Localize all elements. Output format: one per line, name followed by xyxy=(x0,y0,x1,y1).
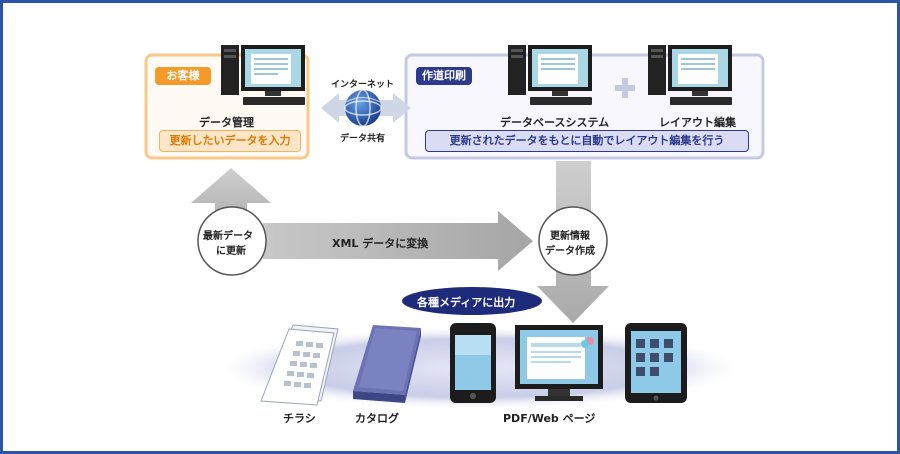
customer-action-pill: 更新したいデータを入力 xyxy=(159,130,301,152)
xml-right-arrow xyxy=(263,211,533,271)
update-circle-text-2: に更新 xyxy=(216,246,246,257)
customer-tag: お客様 xyxy=(155,67,211,85)
info-circle xyxy=(538,206,608,276)
layout-edit-label: レイアウト編集 xyxy=(659,116,736,129)
customer-pc-label: データ管理 xyxy=(199,116,254,129)
flyer-icon xyxy=(260,324,339,406)
layout-pc-icon xyxy=(648,45,732,105)
update-circle xyxy=(197,206,267,276)
info-circle-text-2: データ作成 xyxy=(545,246,595,257)
tablet-icon xyxy=(625,323,687,403)
info-circle-text-1: 更新情報 xyxy=(550,231,590,242)
database-pc-icon xyxy=(508,45,592,105)
catalog-label: カタログ xyxy=(355,412,399,425)
printing-action-pill: 更新されたデータをもとに自動でレイアウト編集を行う xyxy=(425,130,749,152)
update-up-arrow xyxy=(191,168,271,235)
output-badge-bg xyxy=(402,287,542,315)
globe-icon xyxy=(345,90,381,126)
printing-tag: 作道印刷 xyxy=(416,67,472,85)
flyer-label: チラシ xyxy=(283,412,316,425)
internet-label: インターネット xyxy=(331,80,395,90)
diagram-graphics xyxy=(144,45,765,410)
plus-icon xyxy=(615,78,635,98)
update-circle-text-1: 最新データ xyxy=(203,231,253,242)
web-monitor-icon xyxy=(515,325,603,401)
customer-pc-icon xyxy=(221,45,305,105)
xml-arrow-label: XML データに変換 xyxy=(332,237,429,250)
smartphone-icon xyxy=(450,323,496,403)
data-share-label: データ共有 xyxy=(340,134,386,144)
catalog-icon xyxy=(353,325,421,403)
output-badge-label: 各種メディアに出力 xyxy=(417,296,516,309)
database-system-label: データベースシステム xyxy=(500,116,610,129)
web-label: PDF/Web ページ xyxy=(503,412,596,425)
